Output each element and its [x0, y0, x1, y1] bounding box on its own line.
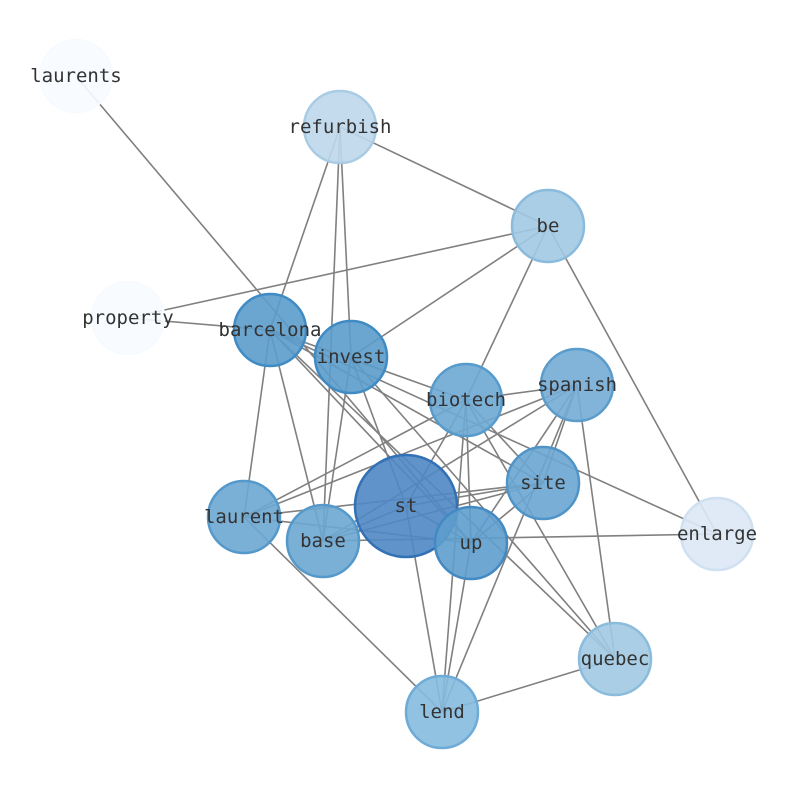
node-site [505, 445, 581, 521]
edge-refurbish-be [339, 126, 549, 227]
nodes-layer [38, 38, 755, 750]
node-label-quebec: quebec [581, 648, 650, 670]
labels-layer: laurents refurbish be property barcelona inve… [30, 65, 757, 723]
node-label-laurents: laurents [30, 65, 122, 87]
node-label-up: up [460, 532, 483, 554]
edge-be-enlarge [547, 225, 718, 535]
node-biotech [428, 362, 504, 438]
node-label-property: property [82, 307, 174, 329]
node-label-enlarge: enlarge [677, 523, 757, 545]
node-property [90, 280, 166, 356]
node-base [285, 503, 361, 579]
node-label-barcelona: barcelona [219, 319, 322, 341]
edge-biotech-quebec [465, 399, 616, 660]
node-invest [313, 319, 389, 395]
edge-refurbish-invest [339, 126, 352, 358]
node-up [433, 505, 509, 581]
edge-biotech-laurent [243, 399, 467, 518]
node-label-refurbish: refurbish [289, 116, 392, 138]
edges-layer [75, 75, 718, 713]
edge-spanish-laurent [243, 384, 578, 518]
edge-spanish-quebec [576, 384, 616, 660]
node-label-invest: invest [317, 346, 386, 368]
node-quebec [577, 621, 653, 697]
node-refurbish [302, 89, 378, 165]
node-label-st: st [395, 495, 418, 517]
edge-be-property [127, 225, 549, 319]
node-st [353, 453, 459, 559]
node-spanish [539, 347, 615, 423]
edge-be-invest [350, 225, 549, 358]
node-be [510, 188, 586, 264]
node-label-lend: lend [419, 701, 465, 723]
node-label-base: base [300, 530, 346, 552]
node-label-site: site [520, 472, 566, 494]
node-lend [404, 674, 480, 750]
node-label-laurent: laurent [204, 506, 284, 528]
node-laurent [206, 479, 282, 555]
node-label-be: be [537, 215, 560, 237]
edge-spanish-lend [441, 384, 578, 713]
node-laurents [38, 38, 114, 114]
edge-laurent-lend [243, 516, 443, 713]
node-label-spanish: spanish [537, 374, 617, 396]
node-label-biotech: biotech [426, 389, 506, 411]
node-enlarge [679, 496, 755, 572]
node-barcelona [232, 292, 308, 368]
